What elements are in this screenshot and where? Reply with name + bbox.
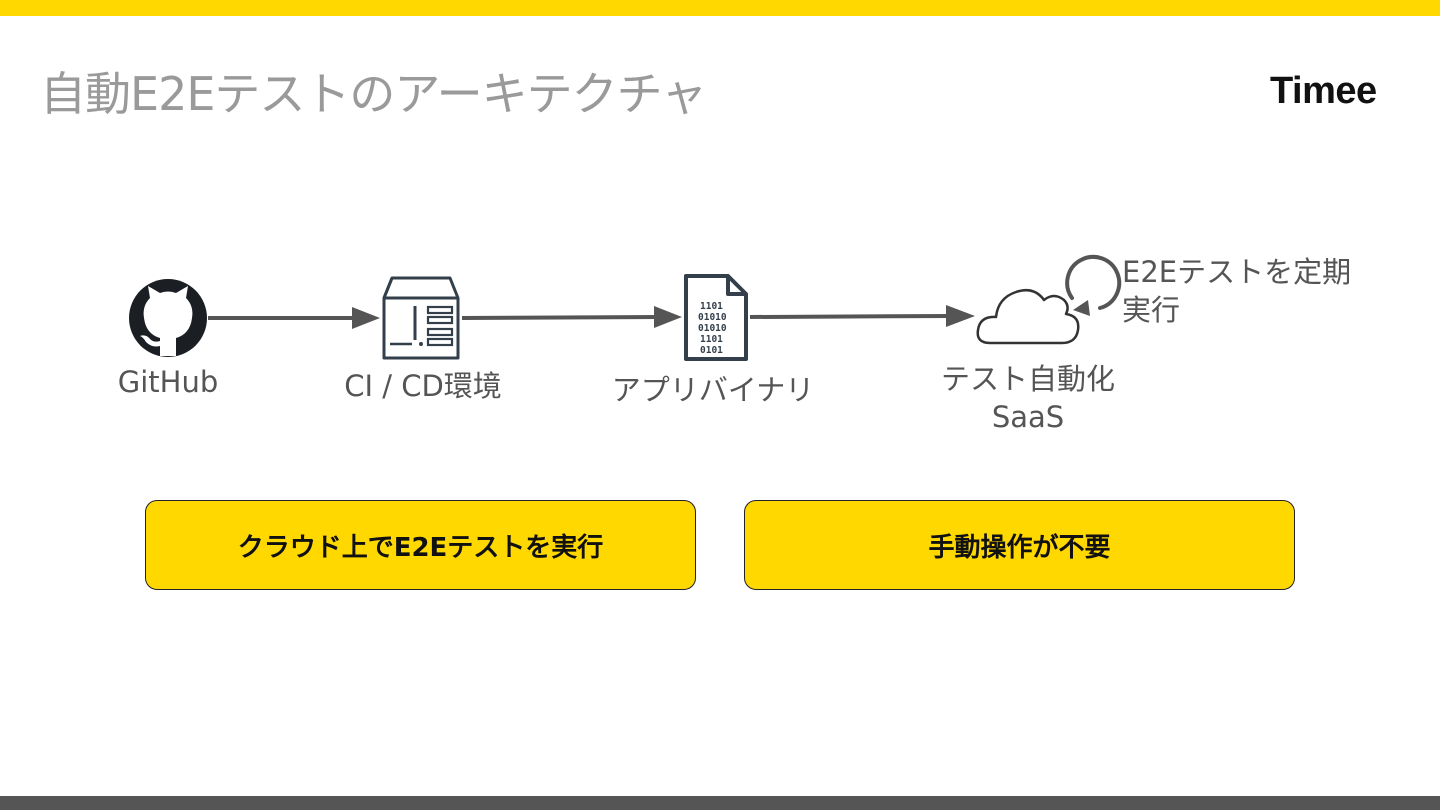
slide-title: 自動E2Eテストのアーキテクチャ <box>40 67 707 121</box>
refresh-icon <box>1065 254 1122 316</box>
timee-logo: Timee <box>1270 70 1377 112</box>
schedule-note-line1: E2Eテストを定期 <box>1122 255 1352 289</box>
bottom-footer-bar <box>0 796 1440 810</box>
node-label-ci-cd: CI / CD環境 <box>344 369 502 403</box>
file-text-line: 01010 <box>698 323 727 334</box>
callout-no-manual: 手動操作が不要 <box>744 500 1295 590</box>
server-icon <box>382 276 460 360</box>
file-text-line: 0101 <box>700 345 723 356</box>
github-icon <box>129 279 207 357</box>
cloud-icon <box>976 289 1080 345</box>
top-accent-bar <box>0 0 1440 16</box>
binary-file-icon: 1101 01010 01010 1101 0101 <box>684 274 748 361</box>
node-label-saas: テスト自動化 SaaS <box>926 360 1130 436</box>
node-label-app-binary: アプリバイナリ <box>611 373 815 407</box>
saas-label-line2: SaaS <box>991 400 1065 434</box>
file-text-line: 01010 <box>698 312 727 323</box>
schedule-note: E2Eテストを定期 実行 <box>1122 253 1402 329</box>
node-label-github: GitHub <box>117 365 219 399</box>
callout-cloud-e2e: クラウド上でE2Eテストを実行 <box>145 500 696 590</box>
schedule-note-line2: 実行 <box>1122 293 1181 327</box>
flow-arrow-ci-to-binary <box>461 306 682 328</box>
file-text-line: 1101 <box>700 334 723 345</box>
flow-arrow-binary-to-saas <box>749 305 975 327</box>
flow-arrow-github-to-ci <box>208 307 380 329</box>
file-text-line: 1101 <box>700 301 723 312</box>
saas-label-line1: テスト自動化 <box>940 362 1115 396</box>
